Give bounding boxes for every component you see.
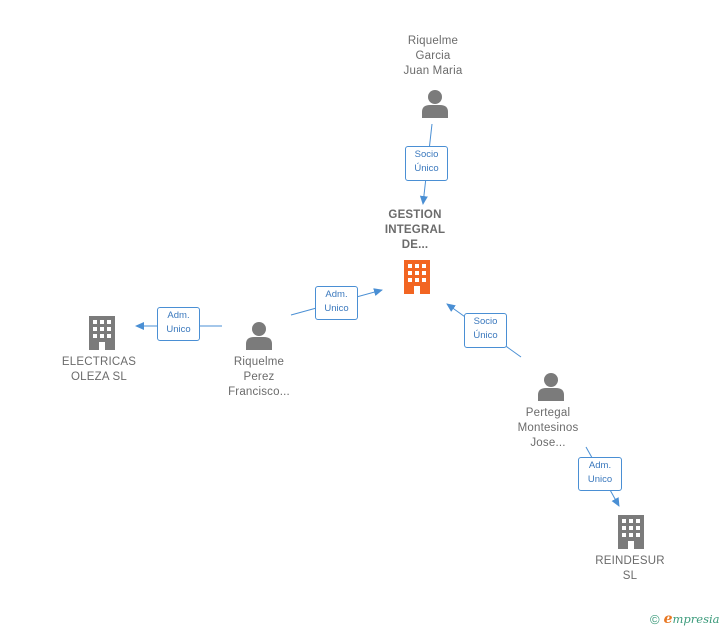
empresia-logo[interactable]: empresia: [663, 611, 720, 627]
label-line: Juan Maria: [403, 65, 463, 77]
node-label-gestion-integral[interactable]: GESTION INTEGRAL DE...: [365, 208, 465, 253]
node-label-riquelme-perez[interactable]: Riquelme Perez Francisco...: [206, 355, 312, 400]
company-building-icon[interactable]: [615, 513, 647, 549]
label-line: DE...: [401, 239, 429, 251]
label-line: Riquelme: [407, 35, 459, 47]
label-line: OLEZA SL: [71, 371, 127, 383]
node-label-pertegal-montesinos[interactable]: Pertegal Montesinos Jose...: [495, 406, 601, 451]
edge-label-socio-unico: Socio Único: [405, 146, 448, 181]
person-icon[interactable]: [536, 371, 566, 401]
label-line: Pertegal: [525, 407, 571, 419]
label-line: GESTION: [388, 209, 442, 221]
person-icon[interactable]: [420, 88, 450, 118]
edge-label-socio-unico: Socio Único: [464, 313, 507, 348]
edge-label-adm-unico: Adm. Unico: [578, 457, 622, 491]
label-line: Jose...: [530, 437, 566, 449]
person-icon[interactable]: [244, 320, 274, 350]
label-line: SL: [622, 570, 638, 582]
label-line: REINDESUR: [595, 555, 665, 567]
label-line: INTEGRAL: [384, 224, 446, 236]
edge-label-adm-unico: Adm. Unico: [157, 307, 200, 341]
label-line: ELECTRICAS: [61, 356, 137, 368]
footer-brand: © empresia: [650, 609, 720, 629]
label-line: Garcia: [415, 50, 451, 62]
node-label-reindesur[interactable]: REINDESUR SL: [580, 554, 680, 584]
edge-label-adm-unico: Adm. Unico: [315, 286, 358, 320]
label-line: Francisco...: [228, 386, 290, 398]
label-line: Riquelme: [233, 356, 285, 368]
company-building-icon[interactable]: [86, 314, 118, 350]
node-label-riquelme-garcia[interactable]: Riquelme Garcia Juan Maria: [380, 34, 486, 79]
label-line: Perez: [243, 371, 275, 383]
label-line: Montesinos: [517, 422, 579, 434]
node-label-electricas-oleza[interactable]: ELECTRICAS OLEZA SL: [49, 355, 149, 385]
copyright-icon: ©: [650, 611, 660, 627]
main-company-building-icon[interactable]: [401, 258, 433, 294]
